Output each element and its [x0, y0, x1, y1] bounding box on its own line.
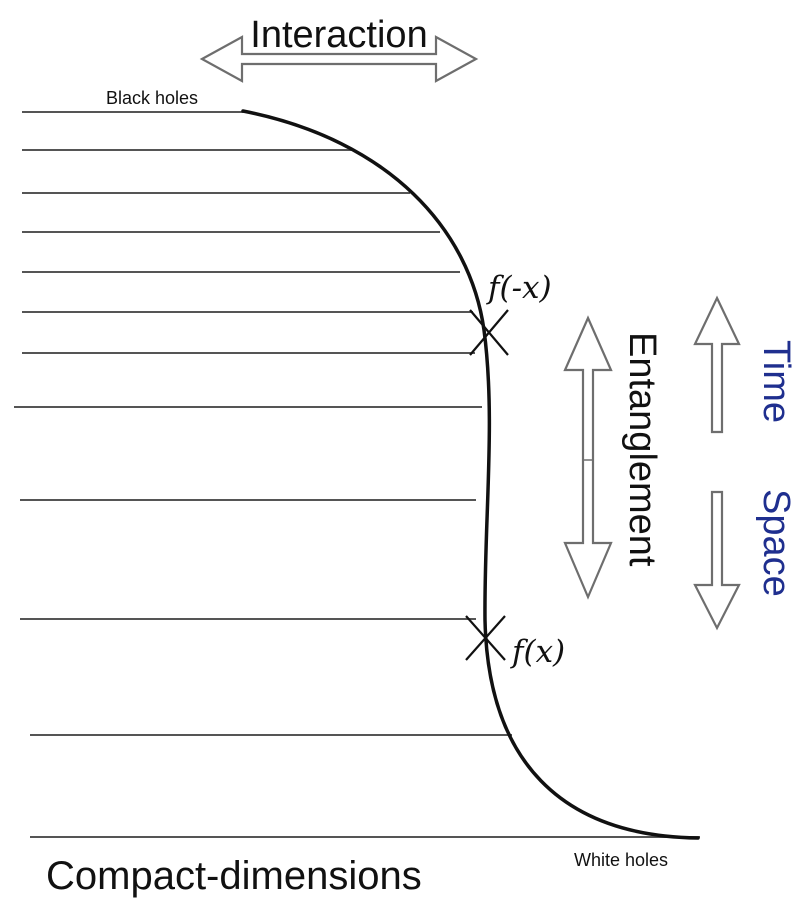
compact-dimension-lines [14, 111, 700, 838]
f-minus-x-label: f(-x) [486, 270, 552, 306]
spacetime-curve [241, 109, 700, 840]
space-label: Space [755, 489, 797, 597]
black-holes-label: Black holes [106, 88, 198, 108]
interaction-arrow [199, 35, 479, 83]
space-arrow [693, 490, 741, 631]
cross-marker-lower [465, 615, 506, 661]
entanglement-label: Entanglement [621, 332, 663, 567]
white-holes-label: White holes [574, 850, 668, 870]
entanglement-arrow [563, 315, 613, 600]
cross-marker-upper [469, 309, 509, 356]
time-arrow [693, 295, 741, 434]
time-label: Time [755, 340, 797, 423]
f-x-label: f(x) [510, 634, 565, 670]
compact-dimensions-label: Compact-dimensions [46, 854, 422, 898]
interaction-label: Interaction [250, 14, 427, 56]
